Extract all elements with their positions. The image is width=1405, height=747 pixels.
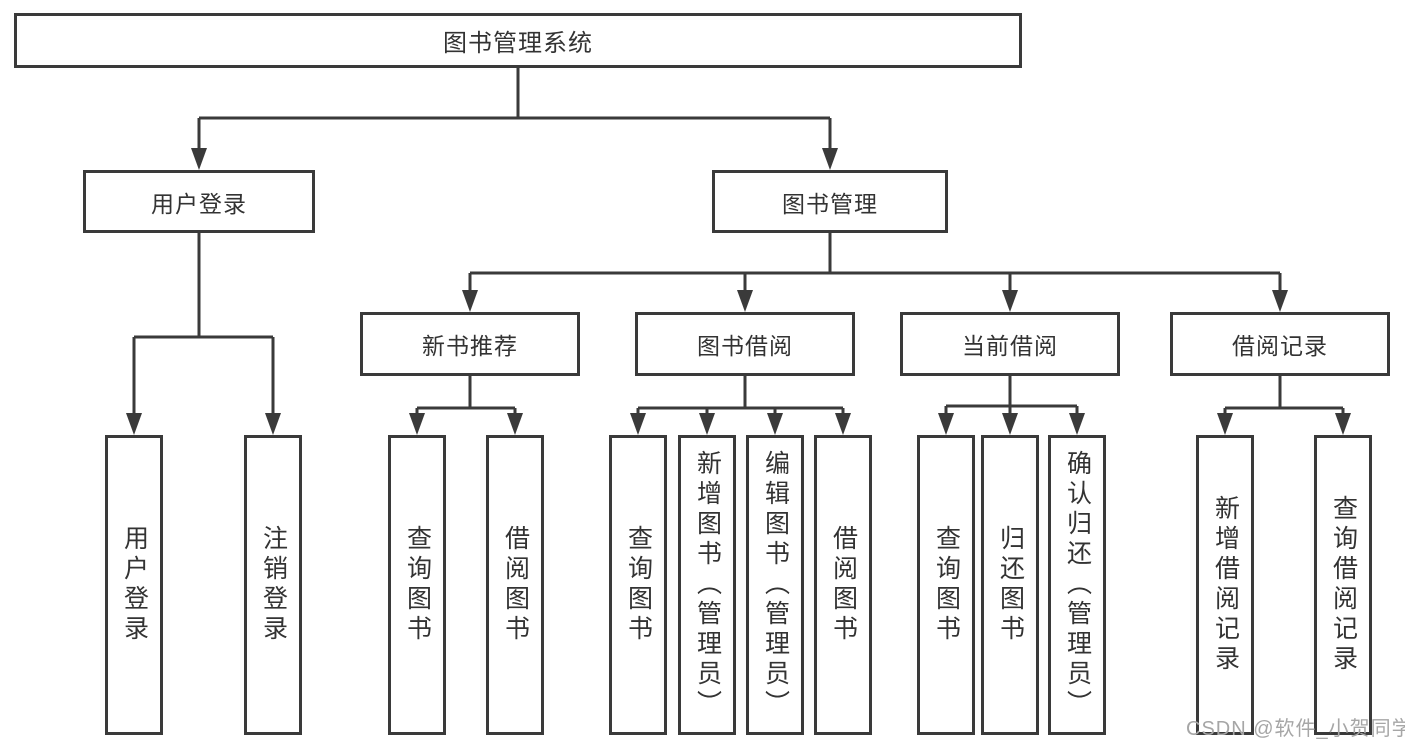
node-borrow-books: 借阅图书 <box>814 435 872 735</box>
node-borrow-books-recommend: 借阅图书 <box>486 435 544 735</box>
node-logout: 注销登录 <box>244 435 302 735</box>
arrowhead-icon <box>767 413 783 435</box>
node-add-books-admin: 新增图书（管理员） <box>678 435 736 735</box>
node-label: 用户登录 <box>120 525 149 645</box>
node-borrowing-records: 借阅记录 <box>1170 312 1390 376</box>
arrowhead-icon <box>1335 413 1351 435</box>
node-query-borrow-record: 查询借阅记录 <box>1314 435 1372 735</box>
arrowhead-icon <box>1272 290 1288 312</box>
node-label: 借阅图书 <box>501 525 530 645</box>
node-label: 注销登录 <box>259 525 288 645</box>
arrowhead-icon <box>191 148 207 170</box>
node-edit-books-admin: 编辑图书（管理员） <box>746 435 804 735</box>
arrowhead-icon <box>409 413 425 435</box>
node-query-books-current: 查询图书 <box>917 435 975 735</box>
node-label: 当前借阅 <box>962 333 1058 359</box>
node-user-login-leaf: 用户登录 <box>105 435 163 735</box>
arrowhead-icon <box>462 290 478 312</box>
arrowhead-icon <box>1069 413 1085 435</box>
node-user-login: 用户登录 <box>83 170 315 233</box>
node-label: 图书管理 <box>782 190 878 217</box>
node-new-book-recommend: 新书推荐 <box>360 312 580 376</box>
arrowhead-icon <box>1217 413 1233 435</box>
node-label: 借阅记录 <box>1232 333 1328 359</box>
arrowhead-icon <box>1002 413 1018 435</box>
arrowhead-icon <box>126 413 142 435</box>
node-add-borrow-record: 新增借阅记录 <box>1196 435 1254 735</box>
node-label: 图书借阅 <box>697 333 793 359</box>
arrowhead-icon <box>1002 290 1018 312</box>
node-query-books-borrowing: 查询图书 <box>609 435 667 735</box>
arrowhead-icon <box>507 413 523 435</box>
node-label: 查询图书 <box>403 525 432 645</box>
node-label: 查询图书 <box>932 525 961 645</box>
node-label: 确认归还（管理员） <box>1063 450 1092 720</box>
node-query-books-recommend: 查询图书 <box>388 435 446 735</box>
node-label: 借阅图书 <box>829 525 858 645</box>
arrowhead-icon <box>938 413 954 435</box>
csdn-watermark: CSDN @软件_小贺同学 <box>1186 718 1405 740</box>
connector-root-to-level2 <box>191 68 838 170</box>
connector-book-management-children <box>462 233 1288 312</box>
connector-current-borrowing-children <box>938 376 1085 435</box>
node-label: 图书管理系统 <box>443 30 593 57</box>
node-label: 新书推荐 <box>422 333 518 359</box>
arrowhead-icon <box>699 413 715 435</box>
arrowhead-icon <box>822 148 838 170</box>
arrowhead-icon <box>265 413 281 435</box>
arrowhead-icon <box>835 413 851 435</box>
node-label: 归还图书 <box>996 525 1025 645</box>
node-label: 编辑图书（管理员） <box>761 450 790 720</box>
node-book-management: 图书管理 <box>712 170 948 233</box>
connector-new-book-recommend-children <box>409 376 523 435</box>
connector-book-borrowing-children <box>630 376 851 435</box>
node-current-borrowing: 当前借阅 <box>900 312 1120 376</box>
arrowhead-icon <box>630 413 646 435</box>
node-label: 新增图书（管理员） <box>693 450 722 720</box>
node-label: 新增借阅记录 <box>1211 495 1240 675</box>
node-confirm-return-admin: 确认归还（管理员） <box>1048 435 1106 735</box>
connector-user-login-children <box>126 233 281 435</box>
node-library-management-system: 图书管理系统 <box>14 13 1022 68</box>
node-label: 用户登录 <box>151 190 247 217</box>
node-label: 查询图书 <box>624 525 653 645</box>
node-label: 查询借阅记录 <box>1329 495 1358 675</box>
node-book-borrowing: 图书借阅 <box>635 312 855 376</box>
node-return-books: 归还图书 <box>981 435 1039 735</box>
arrowhead-icon <box>737 290 753 312</box>
connector-borrowing-records-children <box>1217 376 1351 435</box>
